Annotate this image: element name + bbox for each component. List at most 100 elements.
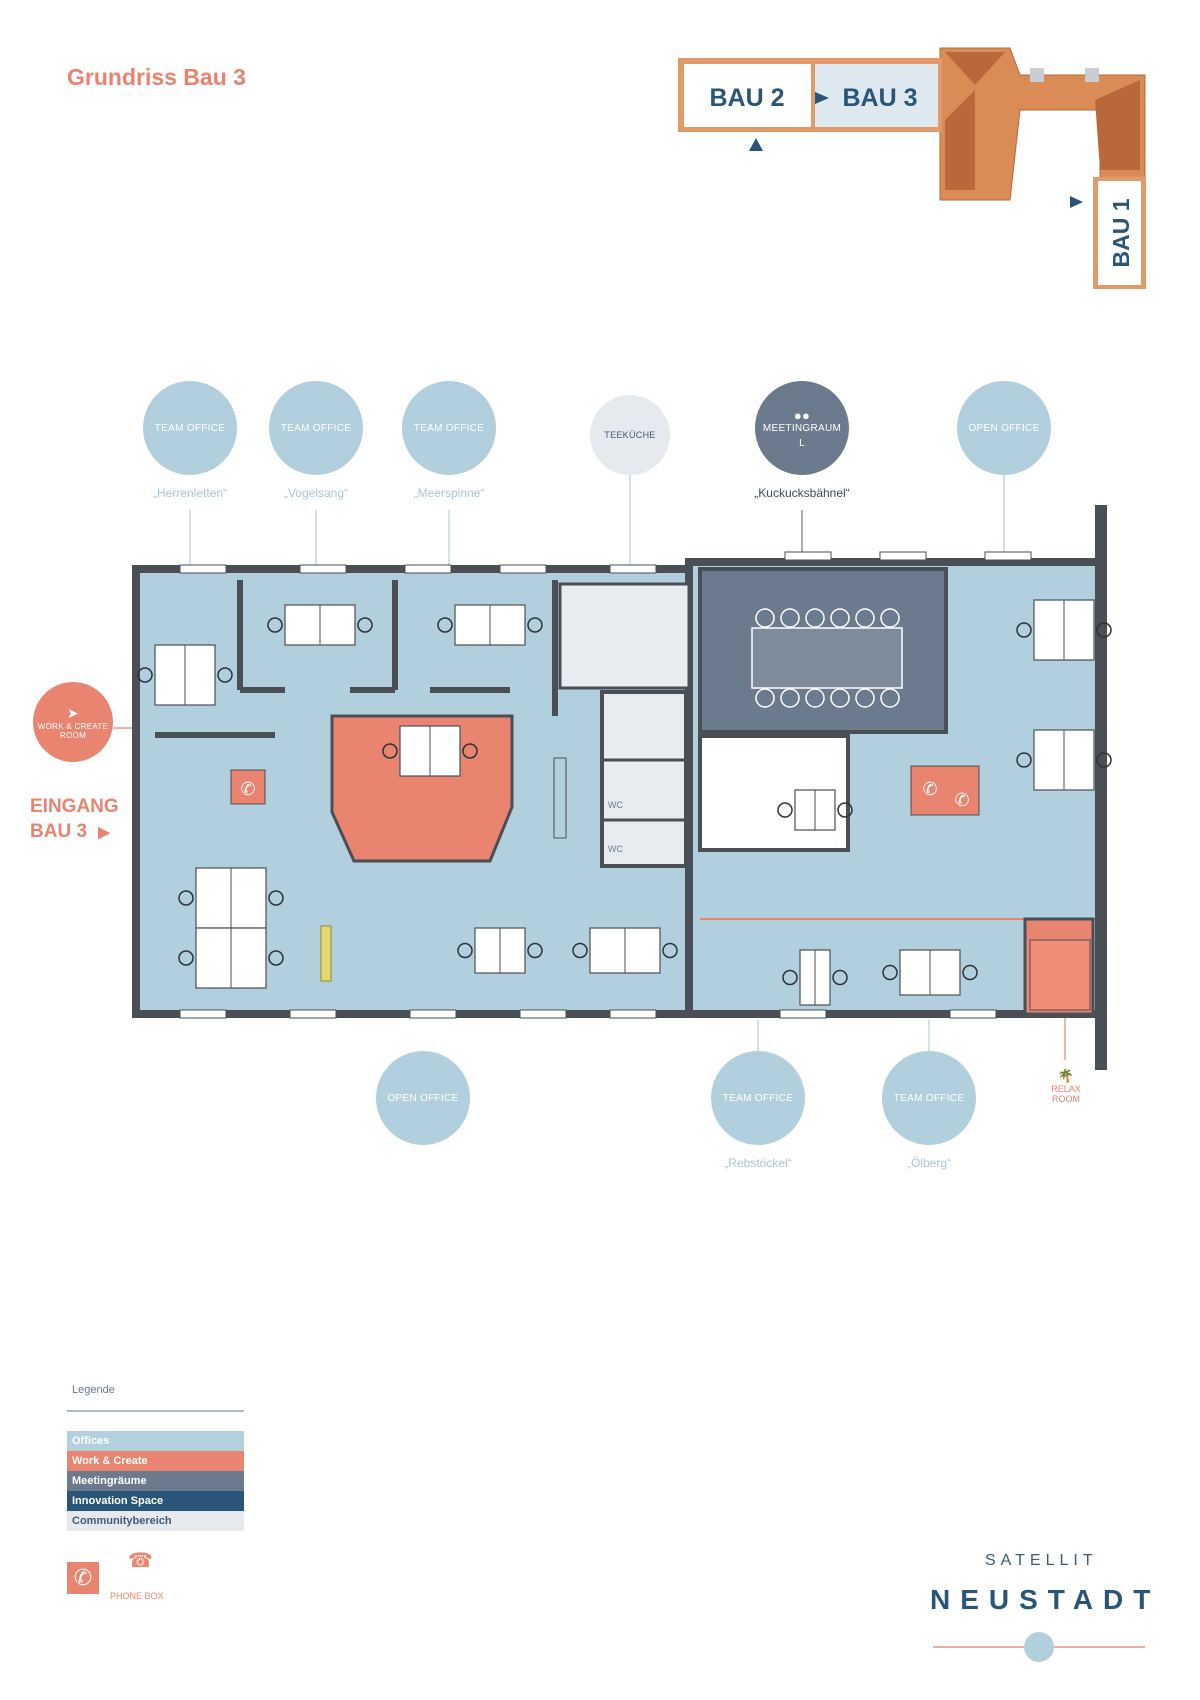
- room-type: TEAM OFFICE: [893, 1092, 965, 1104]
- building-minimap: BAU 2 BAU 3 BAU 1: [678, 47, 1146, 289]
- room-type: OPEN OFFICE: [387, 1092, 459, 1104]
- entrance-line2: BAU 3: [30, 821, 88, 842]
- window: [609, 1009, 657, 1019]
- room-type: TEAM OFFICE: [722, 1092, 794, 1104]
- meeting-chair: [830, 688, 850, 708]
- logo-dot: [1024, 1632, 1054, 1662]
- legend-item-communitybereich: Communitybereich: [67, 1511, 244, 1531]
- desk-cluster: [572, 927, 678, 974]
- relax-room-label: RELAX ROOM: [1051, 1084, 1081, 1104]
- legend: Offices Work & Create Meetingräume Innov…: [67, 1431, 244, 1531]
- room-name: „Vogelsang“: [283, 486, 349, 500]
- desk-cluster: [782, 949, 848, 1006]
- room-badge-herrenletten[interactable]: TEAM OFFICE: [143, 381, 237, 475]
- desk-cluster: [882, 949, 978, 996]
- legend-title: Legende: [72, 1384, 115, 1396]
- room-type: TEAM OFFICE: [280, 422, 352, 434]
- room-size: L: [799, 437, 805, 449]
- window: [609, 564, 657, 574]
- window: [289, 1009, 337, 1019]
- wc-label: WC: [608, 800, 623, 810]
- arrow-right-icon: [1070, 196, 1083, 208]
- meeting-table: [751, 627, 903, 689]
- room-name: „Kuckucksbähnel“: [754, 486, 850, 500]
- meeting-chair: [755, 688, 775, 708]
- meeting-chair: [780, 688, 800, 708]
- window: [949, 1009, 997, 1019]
- work-create-room: [330, 714, 514, 863]
- meeting-chair: [880, 608, 900, 628]
- room-badge-open-office[interactable]: OPEN OFFICE: [957, 381, 1051, 475]
- room-badge-kuckucksbaehnel[interactable]: ●● MEETINGRAUM L: [755, 381, 849, 475]
- window: [409, 1009, 457, 1019]
- meeting-chair: [805, 688, 825, 708]
- arrow-right-icon: ▶: [98, 824, 110, 841]
- meeting-chair: [780, 608, 800, 628]
- window: [179, 564, 227, 574]
- wc-label: WC: [608, 844, 623, 854]
- meeting-chair: [805, 608, 825, 628]
- window: [404, 564, 452, 574]
- logo-satellit: SATELLIT: [985, 1552, 1098, 1569]
- entrance-label: EINGANG BAU 3 ▶: [30, 794, 119, 845]
- wc-area: [600, 690, 688, 868]
- desk-cluster: [382, 725, 478, 777]
- desk-cluster: [178, 927, 284, 989]
- legend-item-meetingraeume: Meetingräume: [67, 1471, 244, 1491]
- bau1-box[interactable]: [1098, 181, 1141, 285]
- desk-cluster: [457, 927, 543, 974]
- arrow-right-icon: [815, 92, 829, 104]
- palm-hammock-icon: 🌴: [1057, 1068, 1075, 1083]
- room-badge-vogelsang[interactable]: TEAM OFFICE: [269, 381, 363, 475]
- teekueche-room: [558, 582, 691, 690]
- desk-cluster: [1016, 729, 1112, 791]
- phone-box-icon: ☎: [128, 1550, 153, 1572]
- window: [779, 1009, 827, 1019]
- room-badge-open-office-bottom[interactable]: OPEN OFFICE: [376, 1051, 470, 1145]
- room-name: „Rebstöckel“: [724, 1156, 792, 1170]
- window: [879, 551, 927, 561]
- desk-cluster: [437, 604, 543, 646]
- desk-cluster: [777, 789, 853, 831]
- bau1-label: BAU 1: [1108, 198, 1134, 267]
- phone-icon: ✆: [67, 1562, 99, 1594]
- desk-cluster: [267, 604, 373, 646]
- bau3-label: BAU 3: [842, 84, 917, 112]
- room-name: „Meerspinne“: [413, 486, 485, 500]
- meeting-chair: [855, 608, 875, 628]
- phone-icon: ✆: [954, 790, 969, 810]
- room-type: TEAM OFFICE: [154, 422, 226, 434]
- desk-cluster: [137, 644, 233, 706]
- phone-icon: ✆: [240, 779, 255, 799]
- badge-text: ROOM: [59, 730, 87, 740]
- work-create-badge[interactable]: ➤ WORK & CREATE ROOM: [33, 682, 113, 762]
- window: [499, 564, 547, 574]
- legend-divider: [67, 1410, 244, 1412]
- room-badge-meerspinne[interactable]: TEAM OFFICE: [402, 381, 496, 475]
- legend-item-work-create: Work & Create: [67, 1451, 244, 1471]
- bau2-box[interactable]: [684, 64, 811, 127]
- room-badge-rebstoeckel[interactable]: TEAM OFFICE: [711, 1051, 805, 1145]
- badge-text: WORK & CREATE: [37, 721, 109, 731]
- room-name: „Ölberg“: [906, 1156, 951, 1170]
- meeting-chair: [755, 608, 775, 628]
- window: [784, 551, 832, 561]
- bau3-box[interactable]: [815, 64, 938, 127]
- room-type: TEEKÜCHE: [604, 430, 656, 440]
- room-badge-oelberg[interactable]: TEAM OFFICE: [882, 1051, 976, 1145]
- bau2-label: BAU 2: [709, 84, 784, 112]
- room-type: OPEN OFFICE: [968, 422, 1040, 434]
- entrance-line1: EINGANG: [30, 796, 119, 817]
- legend-item-innovation-space: Innovation Space: [67, 1491, 244, 1511]
- window: [299, 564, 347, 574]
- logo-neustadt: NEUSTADT: [930, 1584, 1161, 1615]
- legend-item-offices: Offices: [67, 1431, 244, 1451]
- phone-box: [230, 769, 266, 805]
- meeting-chair: [855, 688, 875, 708]
- relax-room-badge[interactable]: 🌴 RELAX ROOM: [1040, 1068, 1092, 1104]
- window: [179, 1009, 227, 1019]
- room-badge-teekueche[interactable]: TEEKÜCHE: [590, 395, 670, 475]
- phone-box-double: [910, 765, 980, 816]
- speech-bubbles-icon: ●●: [793, 407, 811, 423]
